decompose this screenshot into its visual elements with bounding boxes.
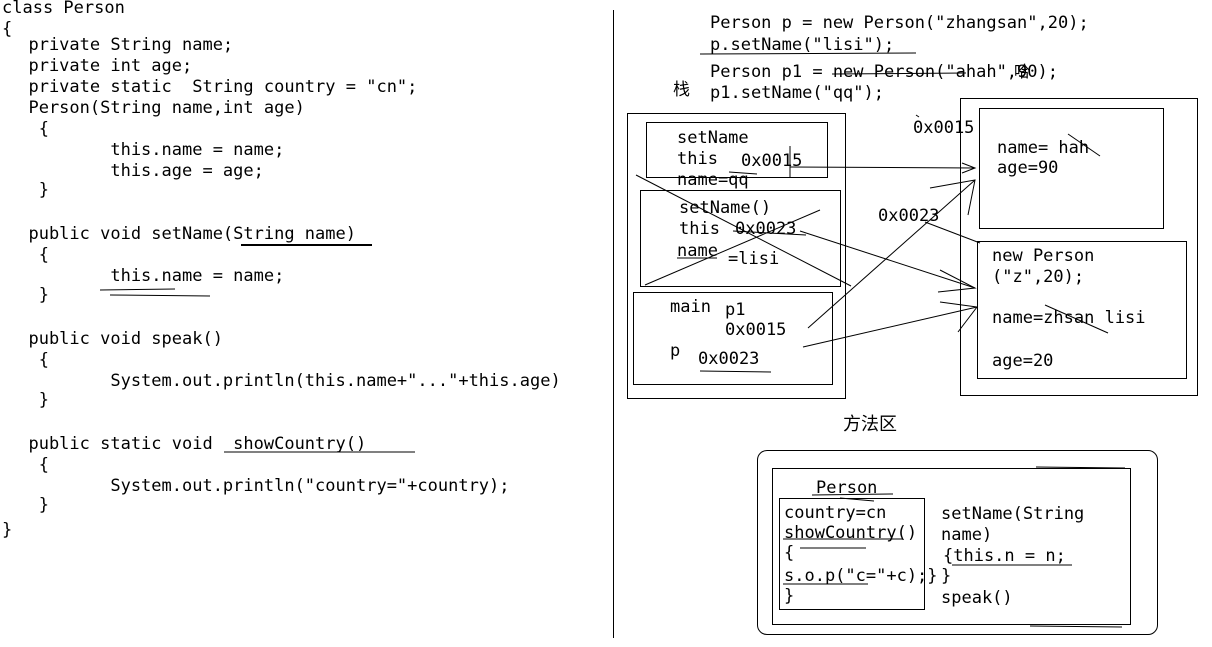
class-name: Person bbox=[816, 478, 878, 498]
code-line: { bbox=[2, 19, 13, 39]
method-area-label: 方法区 bbox=[843, 414, 897, 435]
static-line: showCountry() bbox=[784, 523, 918, 543]
obj2-age: age=20 bbox=[992, 351, 1054, 371]
method-line: setName(String bbox=[941, 504, 1085, 524]
method-line: {this.n = n; bbox=[943, 546, 1066, 566]
main-p1-label: p1 bbox=[725, 300, 746, 320]
code-line: System.out.println(this.name+"..."+this.… bbox=[8, 371, 561, 391]
divider bbox=[613, 10, 614, 638]
code-line: } bbox=[8, 180, 49, 200]
code-line: private static String country = "cn"; bbox=[8, 77, 418, 97]
handwritten-char: 哈 bbox=[1014, 62, 1031, 81]
main-label: main bbox=[670, 297, 711, 317]
obj2-title1: new Person bbox=[992, 246, 1095, 266]
frame1-method: setName bbox=[677, 128, 749, 148]
code-line: } bbox=[2, 520, 13, 540]
main-p-label: p bbox=[670, 341, 681, 361]
code-line: Person(String name,int age) bbox=[8, 98, 305, 118]
person-class-area bbox=[772, 468, 1131, 625]
code-line: this.age = age; bbox=[8, 161, 264, 181]
code-line: System.out.println("country="+country); bbox=[8, 476, 510, 496]
heap-object-p1 bbox=[979, 108, 1164, 229]
frame1-this-addr: 0x0015 bbox=[741, 151, 803, 171]
frame2-this-addr: 0x0023 bbox=[735, 219, 797, 239]
code-line: { bbox=[8, 245, 49, 265]
code-line: class Person bbox=[2, 0, 125, 18]
obj1-age: age=90 bbox=[997, 158, 1059, 178]
frame2-name-value: =lisi bbox=[728, 249, 780, 269]
main-code-line: p.setName("lisi"); bbox=[710, 35, 895, 55]
obj2-title2: ("z",20); bbox=[992, 267, 1085, 287]
obj1-name: name= hah bbox=[997, 138, 1090, 158]
heap-addr-0x0023: 0x0023 bbox=[878, 206, 940, 226]
static-line: country=cn bbox=[784, 503, 887, 523]
frame1-name: name=qq bbox=[677, 170, 749, 190]
stack-label: 栈 bbox=[673, 80, 690, 100]
frame2-name-label: name bbox=[677, 241, 718, 261]
obj2-name: name=zhsan lisi bbox=[992, 308, 1146, 328]
code-line: { bbox=[8, 119, 49, 139]
main-p1-addr: 0x0015 bbox=[725, 320, 787, 340]
method-line: name) bbox=[941, 525, 993, 545]
heap-addr-0x0015: 0x0015 bbox=[913, 118, 975, 138]
code-line: { bbox=[8, 455, 49, 475]
code-line: } bbox=[8, 495, 49, 515]
static-line: s.o.p("c="+c);} bbox=[784, 566, 938, 586]
code-line: public void setName(String name) bbox=[8, 224, 356, 244]
method-area bbox=[757, 450, 1158, 635]
code-line: this.name = name; bbox=[8, 140, 285, 160]
frame1-this-label: this bbox=[677, 149, 718, 169]
code-line: public void speak() bbox=[8, 329, 223, 349]
code-line: { bbox=[8, 350, 49, 370]
method-line: speak() bbox=[941, 588, 1013, 608]
static-line: { bbox=[784, 543, 795, 563]
static-line: } bbox=[784, 586, 795, 606]
code-line: } bbox=[8, 390, 49, 410]
frame2-method: setName() bbox=[679, 198, 772, 218]
code-line: } bbox=[8, 285, 49, 305]
main-code-line: p1.setName("qq"); bbox=[710, 83, 884, 103]
main-code-line: Person p = new Person("zhangsan",20); bbox=[710, 13, 1089, 33]
code-line: private String name; bbox=[8, 35, 234, 55]
main-code-line: Person p1 = new Person("ahah",90); bbox=[710, 62, 1058, 82]
code-line: this.name = name; bbox=[8, 266, 285, 286]
frame2-this-label: this bbox=[679, 219, 720, 239]
main-p-addr: 0x0023 bbox=[698, 349, 760, 369]
code-line: public static void showCountry() bbox=[8, 434, 367, 454]
code-line: private int age; bbox=[8, 56, 193, 76]
method-line: } bbox=[941, 566, 952, 586]
